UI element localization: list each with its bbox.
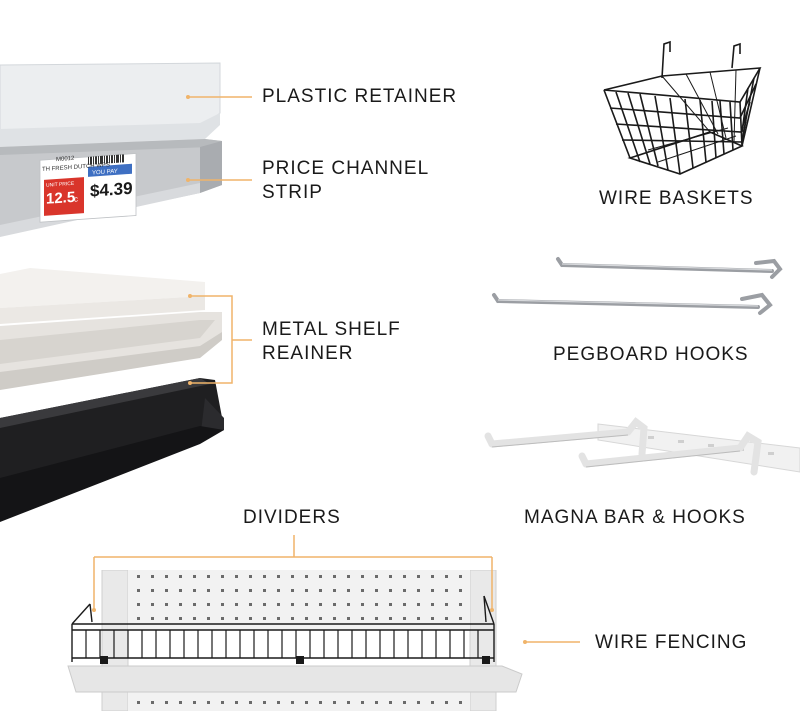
- tag-you-pay: $4.39: [90, 179, 133, 201]
- tag-unit-label: UNIT PRICE: [46, 181, 75, 189]
- tag-you-pay-label: YOU PAY: [92, 169, 118, 177]
- label-pegboard-hooks: PEGBOARD HOOKS: [553, 344, 749, 365]
- label-plastic-retainer: PLASTIC RETAINER: [262, 86, 458, 107]
- tag-product: TH FRESH DUTCH WPS: [42, 162, 110, 173]
- leader-metal-shelf: [190, 295, 252, 384]
- tag-unit-price: 12.5: [46, 189, 75, 208]
- magna-bar-illustration: [484, 417, 800, 476]
- label-magna-bar-hooks: MAGNA BAR & HOOKS: [524, 507, 746, 528]
- price-tag: M0012 TH FRESH DUTCH WPS UNIT PRICE 12.5…: [39, 153, 137, 223]
- wire-basket-illustration: [603, 40, 762, 175]
- label-price-channel-strip: PRICE CHANNEL STRIP: [262, 158, 430, 203]
- wire-fencing-shelf-illustration: [67, 570, 523, 711]
- price-channel-illustration: M0012 TH FRESH DUTCH WPS UNIT PRICE 12.5…: [0, 62, 222, 237]
- label-metal-shelf-retainer: METAL SHELF REAINER: [262, 319, 401, 364]
- tag-unit-suffix: c: [74, 195, 78, 204]
- label-wire-baskets: WIRE BASKETS: [599, 188, 754, 209]
- leader-dividers: [93, 535, 493, 610]
- label-dividers: DIVIDERS: [243, 507, 341, 528]
- tag-code: M0012: [56, 156, 75, 163]
- fence-wires: [85, 630, 479, 658]
- metal-shelf-retainer-illustration: [0, 268, 224, 522]
- pegboard-hooks-illustration: [492, 257, 783, 315]
- label-wire-fencing: WIRE FENCING: [595, 632, 748, 653]
